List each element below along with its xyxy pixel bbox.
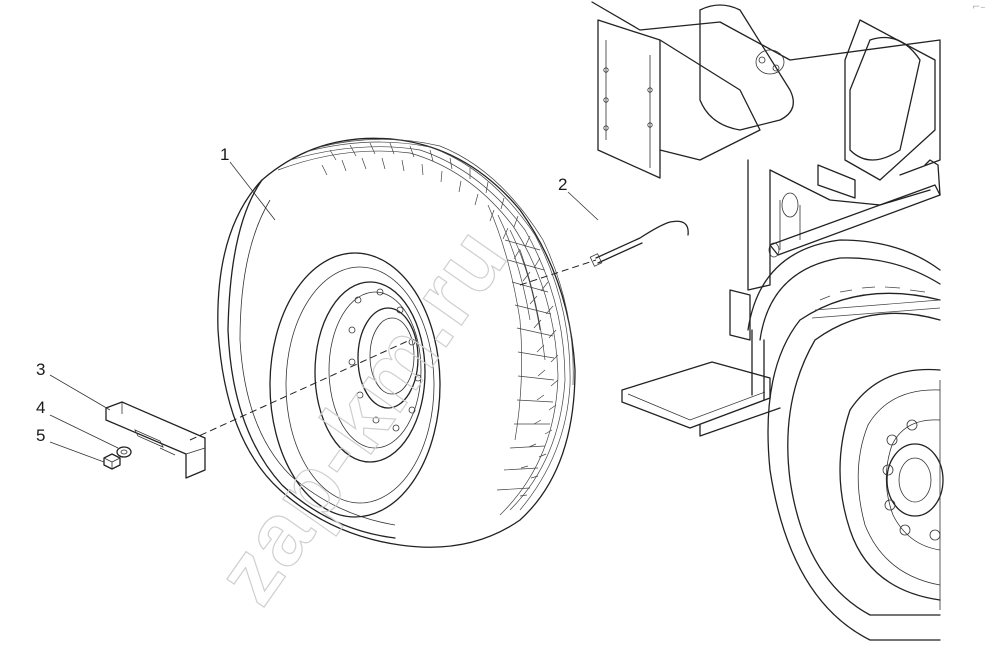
corner-mark: ⌐– — [972, 2, 985, 13]
vehicle-frame — [591, 1, 941, 341]
step-plate — [621, 361, 781, 437]
tread-blocks — [321, 142, 559, 497]
bracket-part-3 — [105, 401, 206, 479]
callout-2: 2 — [558, 175, 567, 194]
cable-part-2 — [589, 220, 689, 267]
spare-tire — [217, 137, 576, 548]
callout-4: 4 — [36, 398, 45, 417]
callout-3: 3 — [36, 360, 45, 379]
assembly-lines — [189, 259, 597, 441]
callout-5: 5 — [36, 426, 45, 445]
washer-part-4 — [116, 446, 132, 458]
callout-1: 1 — [220, 145, 229, 164]
nut-part-5 — [103, 453, 121, 470]
mounted-wheel — [747, 239, 944, 641]
leader-lines — [49, 161, 599, 463]
rim — [269, 252, 441, 518]
